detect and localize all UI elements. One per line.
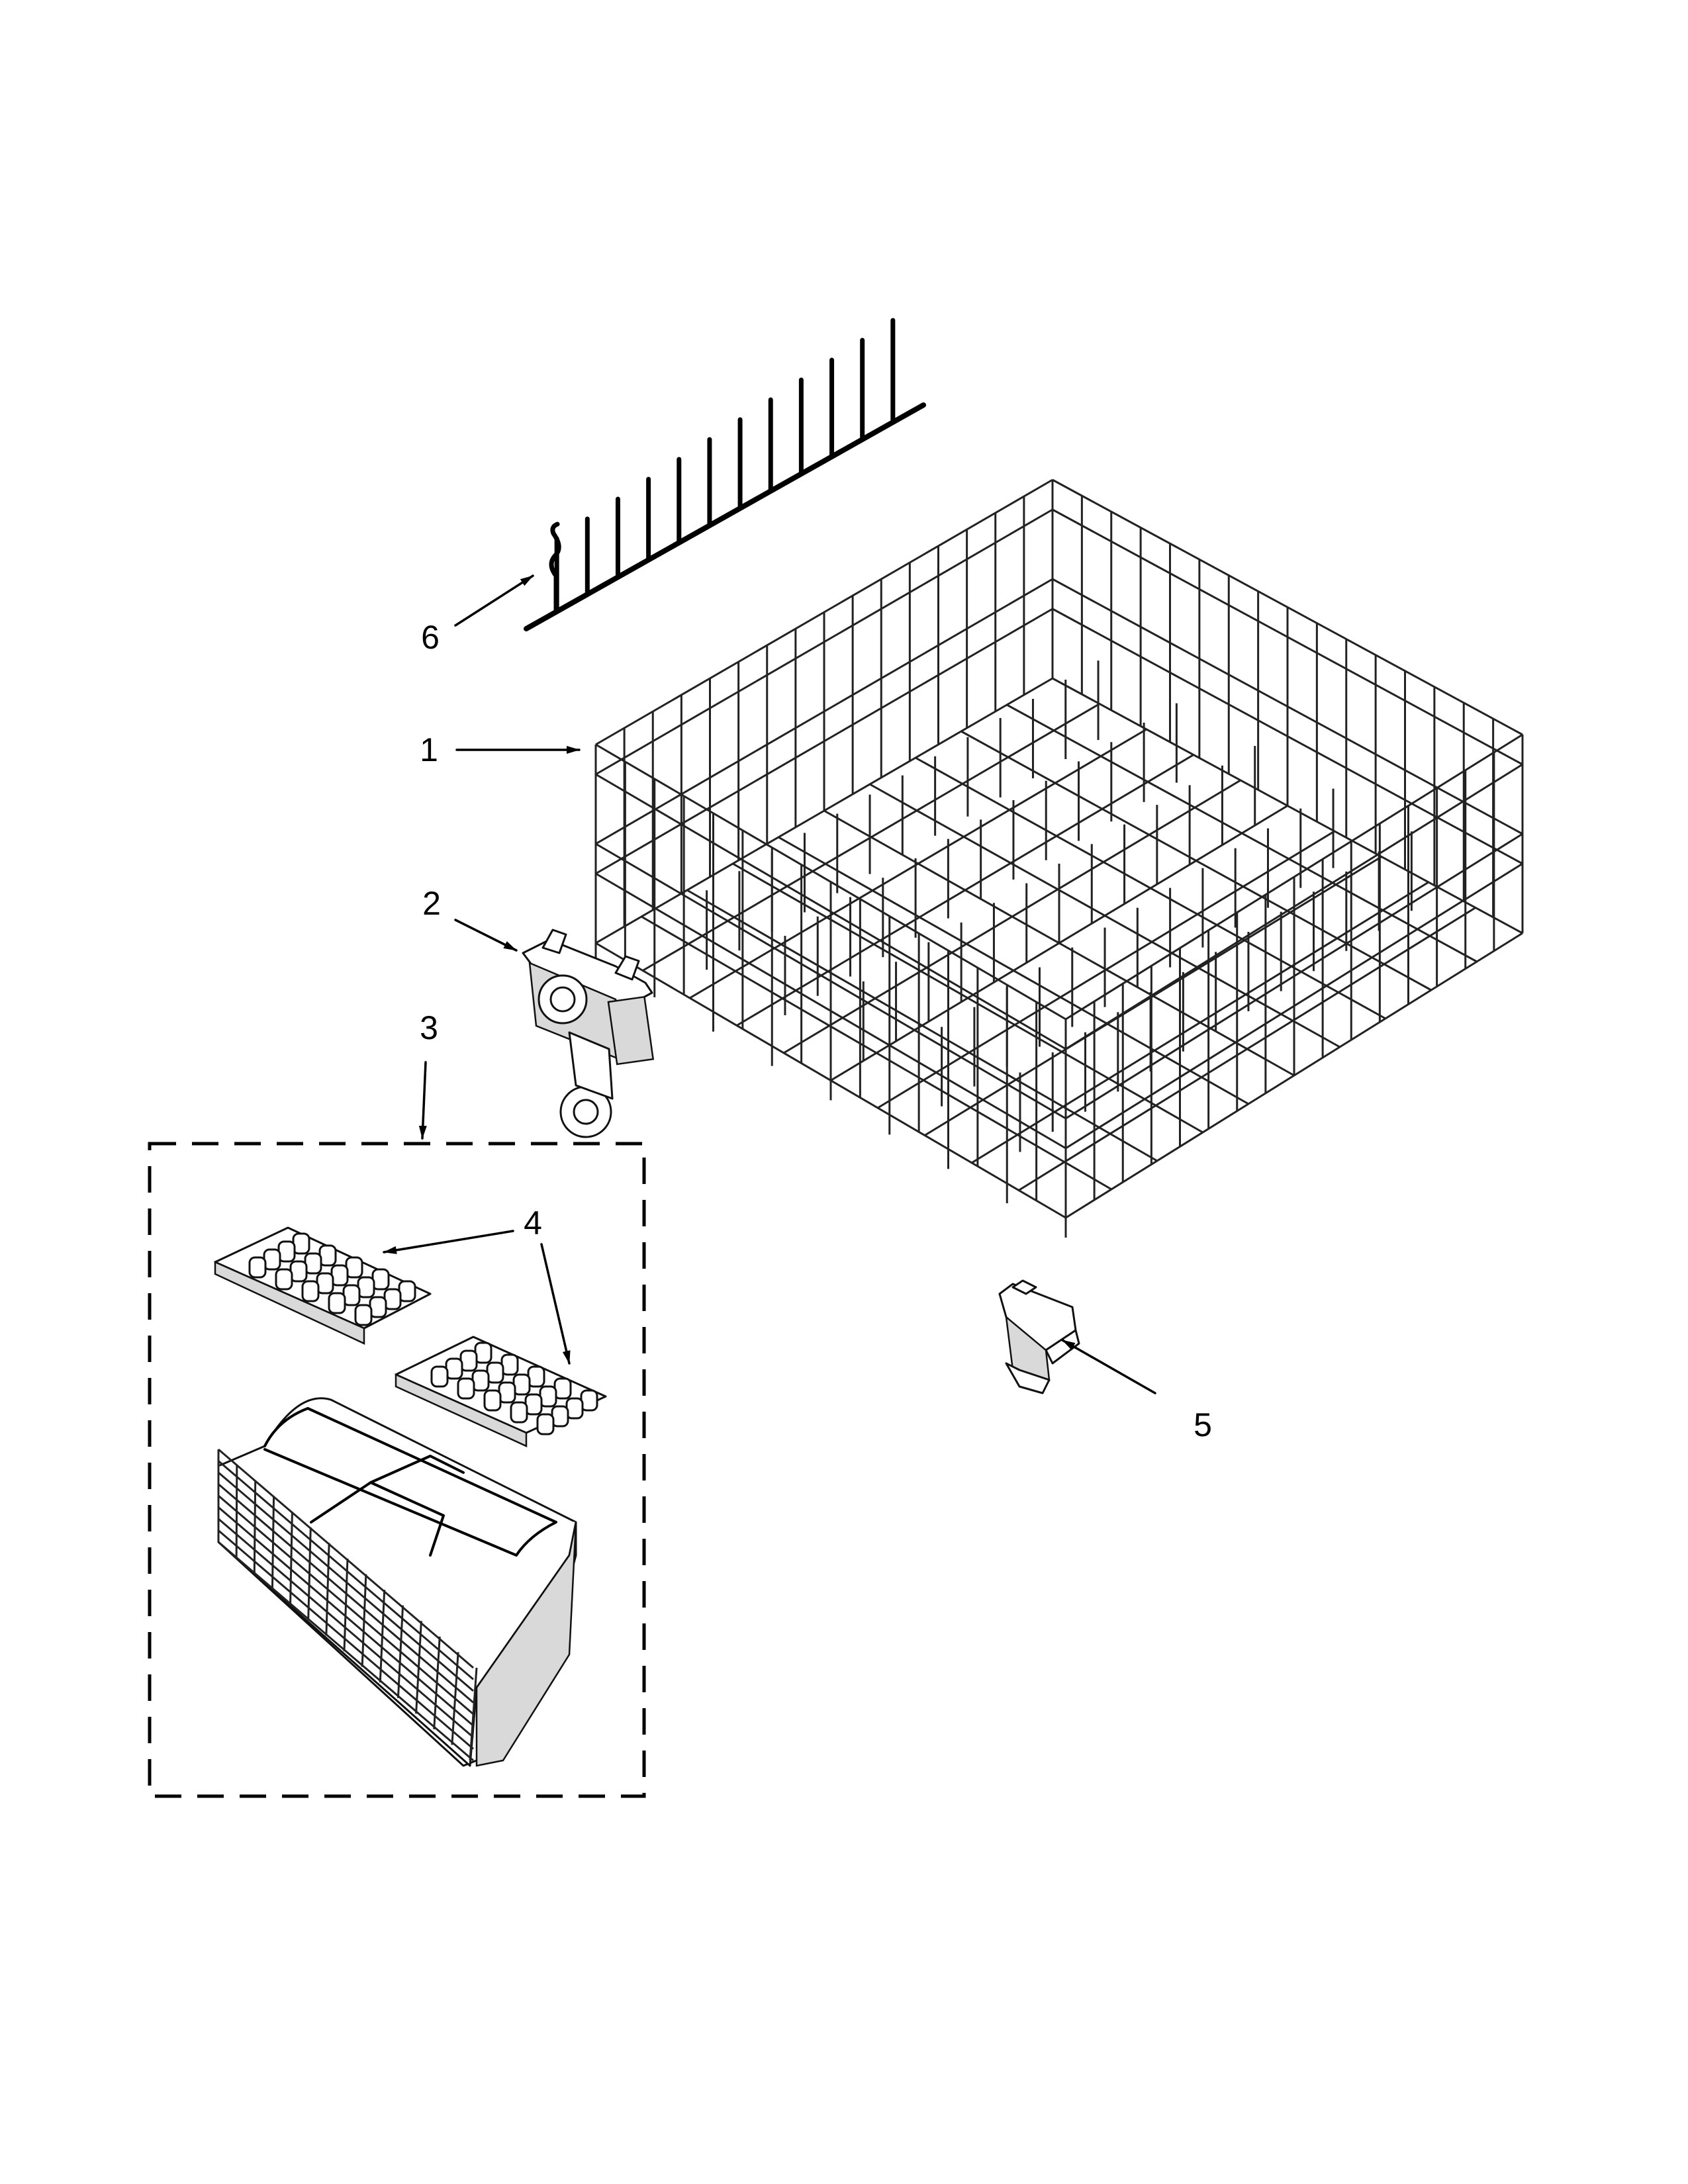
callout-5: 5: [1061, 1339, 1212, 1443]
silverware-basket: [217, 1397, 577, 1767]
callout-label: 3: [420, 1009, 438, 1046]
callout-6: 6: [421, 574, 534, 656]
callout-3: 3: [418, 1009, 438, 1140]
basket-lid: [214, 1226, 432, 1345]
callout-label: 1: [420, 731, 438, 768]
basket-lid: [395, 1336, 607, 1447]
callout-label: 4: [524, 1205, 542, 1242]
callout-label: 6: [421, 619, 440, 656]
callout-label: 5: [1194, 1406, 1212, 1443]
callout-2: 2: [422, 885, 518, 952]
rack-wheel-assembly: [522, 929, 655, 1138]
rack-clip: [998, 1279, 1080, 1394]
callout-1: 1: [420, 731, 581, 768]
callout-label: 2: [422, 885, 441, 922]
tine-row: [524, 318, 926, 631]
silverware-basket-assembly: [148, 1142, 646, 1798]
callout-4: 4: [383, 1205, 571, 1365]
lower-dishrack: [594, 478, 1524, 1238]
